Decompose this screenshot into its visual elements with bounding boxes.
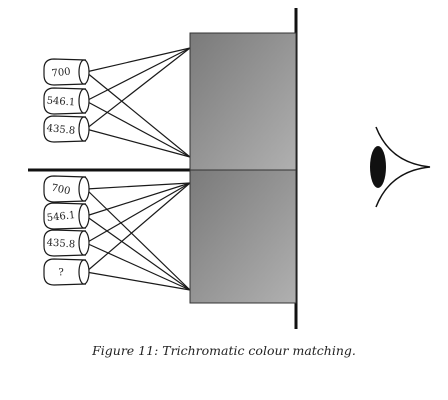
- lamp-lens: [78, 203, 90, 229]
- matching-screen: [189, 32, 297, 304]
- upper-ray-1-2: [85, 71, 191, 158]
- lower-lamp-4: ?: [43, 258, 90, 286]
- screen-upper-half: [189, 32, 297, 171]
- upper-lamp-2: 546.1: [43, 87, 90, 115]
- lamp-housing: [43, 115, 87, 143]
- lamp-housing: [43, 258, 87, 286]
- eye-icon: [370, 126, 431, 208]
- upper-ray-2-1: [85, 47, 191, 102]
- lamp-housing: [43, 175, 87, 203]
- upper-ray-3-2: [85, 128, 191, 158]
- figure-caption: Figure 11: Trichromatic colour matching.: [92, 343, 356, 358]
- lamp-lens: [78, 230, 90, 256]
- lower-ray-3-2: [85, 242, 191, 291]
- lamp-lens: [78, 176, 90, 202]
- lamp-label: 546.1: [46, 210, 76, 224]
- lower-ray-2-1: [85, 182, 191, 217]
- lamp-housing: [43, 229, 87, 257]
- lamp-lens: [78, 88, 90, 114]
- lamp-housing: [43, 58, 87, 86]
- lower-ray-1-2: [85, 188, 191, 291]
- pupil: [370, 146, 386, 188]
- lamps: 700 546.1 435.8 700 546.1 435.8?: [43, 58, 90, 286]
- upper-lamp-3: 435.8: [43, 115, 90, 143]
- lower-lamp-2: 546.1: [43, 202, 90, 230]
- lamp-housing: [43, 87, 87, 115]
- lamp-label: 546.1: [46, 96, 75, 109]
- upper-ray-1-1: [85, 47, 191, 73]
- screen-lower-half: [189, 169, 297, 304]
- lower-ray-1-1: [85, 182, 191, 190]
- lower-ray-2-2: [85, 215, 191, 291]
- lower-ray-4-1: [85, 182, 191, 273]
- lamp-lens: [78, 59, 90, 85]
- lamp-label: 435.8: [46, 123, 76, 137]
- lamp-label: 700: [50, 183, 71, 198]
- lower-lamp-3: 435.8: [43, 229, 90, 257]
- upper-ray-2-2: [85, 100, 191, 158]
- light-rays: [85, 47, 191, 291]
- lower-lamp-1: 700: [43, 175, 90, 203]
- lamp-housing: [43, 202, 87, 230]
- lamp-lens: [78, 116, 90, 142]
- lamp-label: 435.8: [46, 238, 75, 251]
- lamp-label: ?: [58, 268, 63, 279]
- lamp-label: 700: [51, 67, 71, 80]
- lower-ray-3-1: [85, 182, 191, 244]
- lower-ray-4-2: [85, 271, 191, 291]
- upper-lamp-1: 700: [43, 58, 90, 86]
- lamp-lens: [78, 259, 90, 285]
- upper-ray-3-1: [85, 47, 191, 130]
